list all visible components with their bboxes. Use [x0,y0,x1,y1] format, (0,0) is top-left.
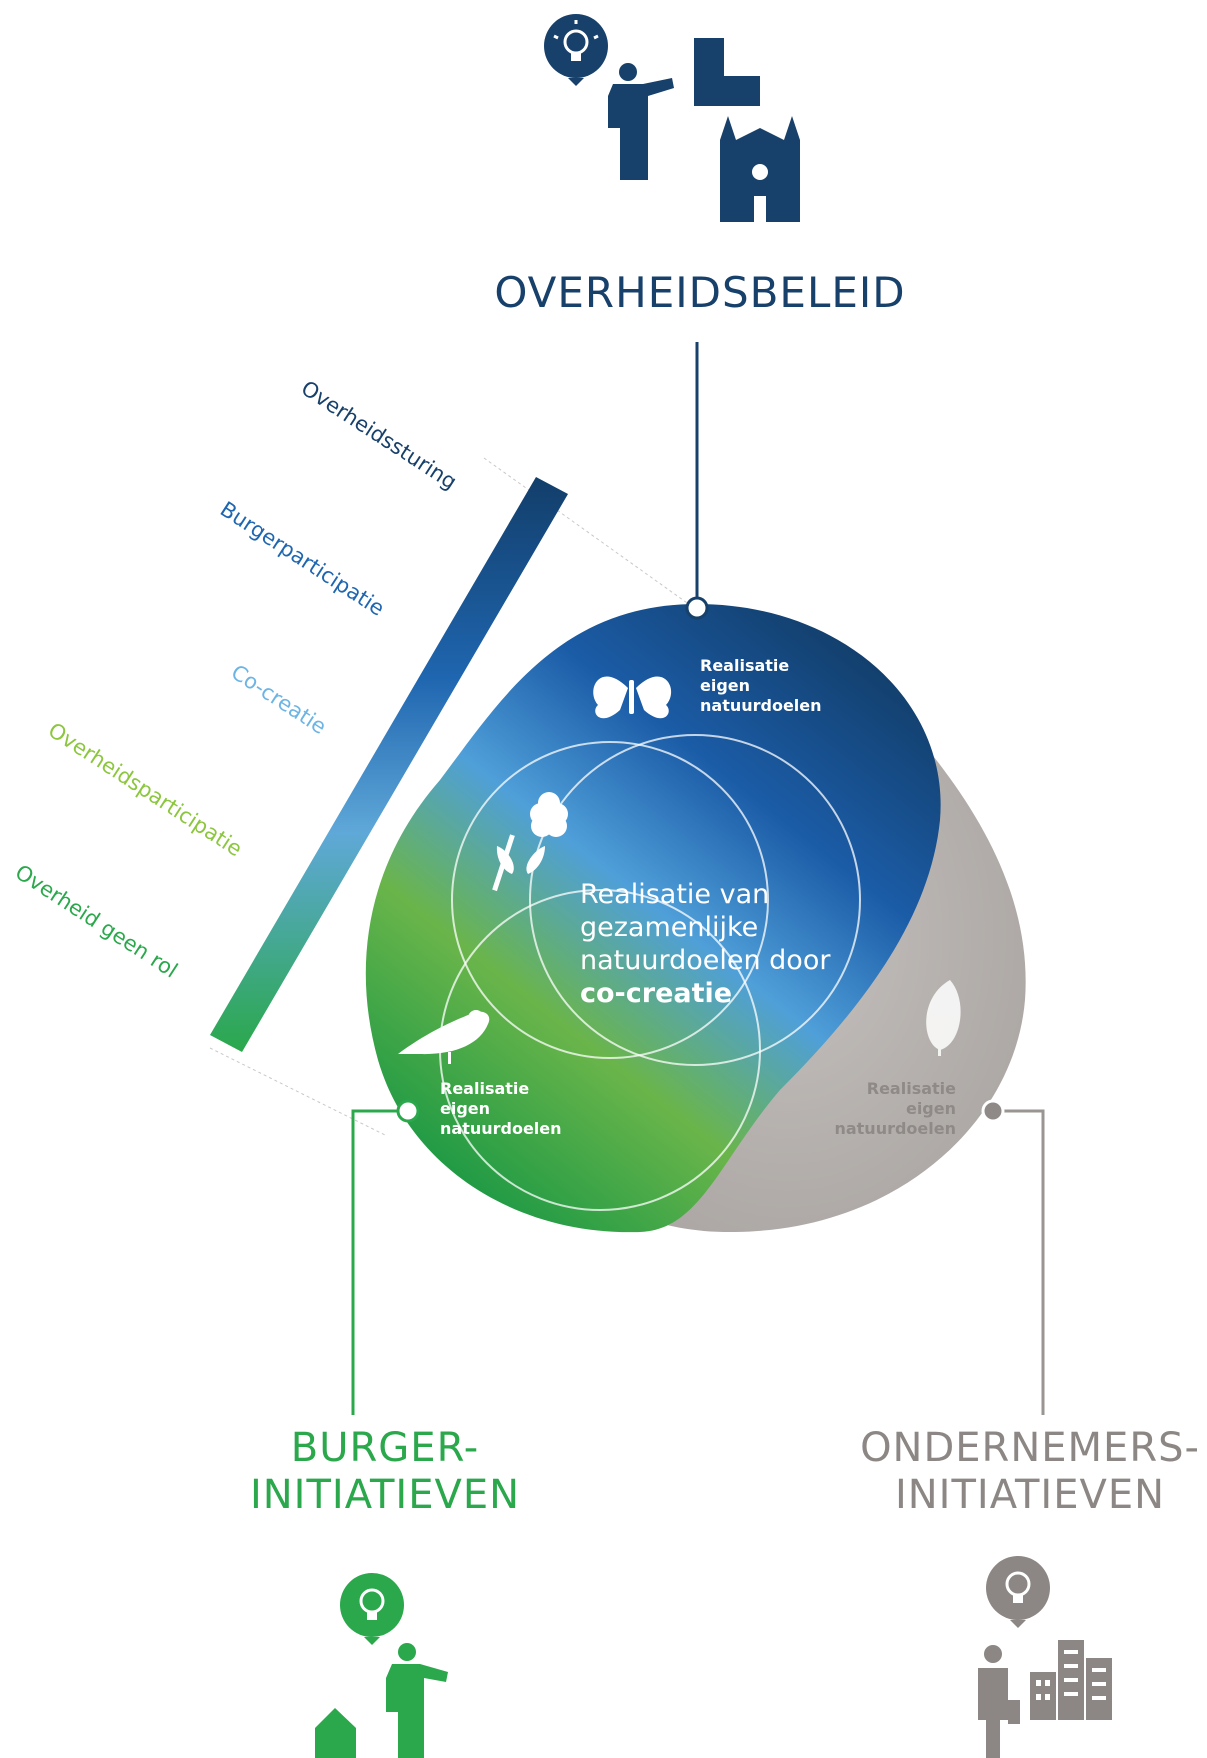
leaf-icon [926,980,961,1056]
heading-line: INITIATIEVEN [249,1472,521,1519]
label-line: Realisatie [700,656,790,675]
left-region-label: Realisatie eigen natuurdoelen [440,1079,562,1139]
label-line: eigen [905,1099,956,1118]
blue-green-region [365,604,941,1233]
lightbulb-icon [340,1573,404,1645]
scale-bar [210,477,568,1052]
overheidsbeleid-heading: OVERHEIDSBELEID [380,268,1020,318]
connector-top [685,342,709,620]
label-line: Realisatie [440,1079,530,1098]
label-line: natuurdoelen [440,1119,562,1138]
center-text-line: gezamenlijke [580,912,759,943]
connector-right [981,1099,1045,1415]
office-buildings-icon [1030,1640,1112,1720]
flower-icon [492,792,568,892]
connector-left [351,1099,420,1415]
center-text: Realisatie van gezamenlijke natuurdoelen… [580,878,830,1010]
label-line: natuurdoelen [700,696,822,715]
government-building-icon [720,116,800,222]
burgerinitiatieven-heading: BURGER- INITIATIEVEN [165,1425,605,1519]
lightbulb-icon [544,14,608,86]
heading-line: ONDERNEMERS- [860,1425,1200,1471]
label-line: natuurdoelen [834,1119,956,1138]
ondernemersinitiatieven-heading: ONDERNEMERS- INITIATIEVEN [820,1425,1207,1519]
label-line: eigen [700,676,751,695]
center-text-line: Realisatie van [580,879,770,910]
heading-line: INITIATIEVEN [894,1472,1166,1519]
heading-line: OVERHEIDSBELEID [494,268,906,317]
butterfly-icon [593,676,672,719]
label-line: eigen [440,1099,491,1118]
office-building-icon [694,38,760,106]
person-pointing-icon [608,63,674,180]
person-pointing-icon [386,1643,448,1758]
businessman-icon [978,1645,1020,1758]
center-text-line: natuurdoelen door [580,945,831,976]
label-line: Realisatie [866,1079,956,1098]
lightbulb-icon [986,1556,1050,1628]
bird-icon [398,1010,490,1064]
house-icon [315,1708,356,1758]
right-region-label: Realisatie eigen natuurdoelen [800,1079,956,1139]
guide-line-top [483,457,698,611]
heading-line: BURGER- [290,1425,480,1471]
guide-line-bottom [209,1047,386,1136]
center-text-bold: co-creatie [580,978,733,1009]
top-region-label: Realisatie eigen natuurdoelen [700,656,822,716]
